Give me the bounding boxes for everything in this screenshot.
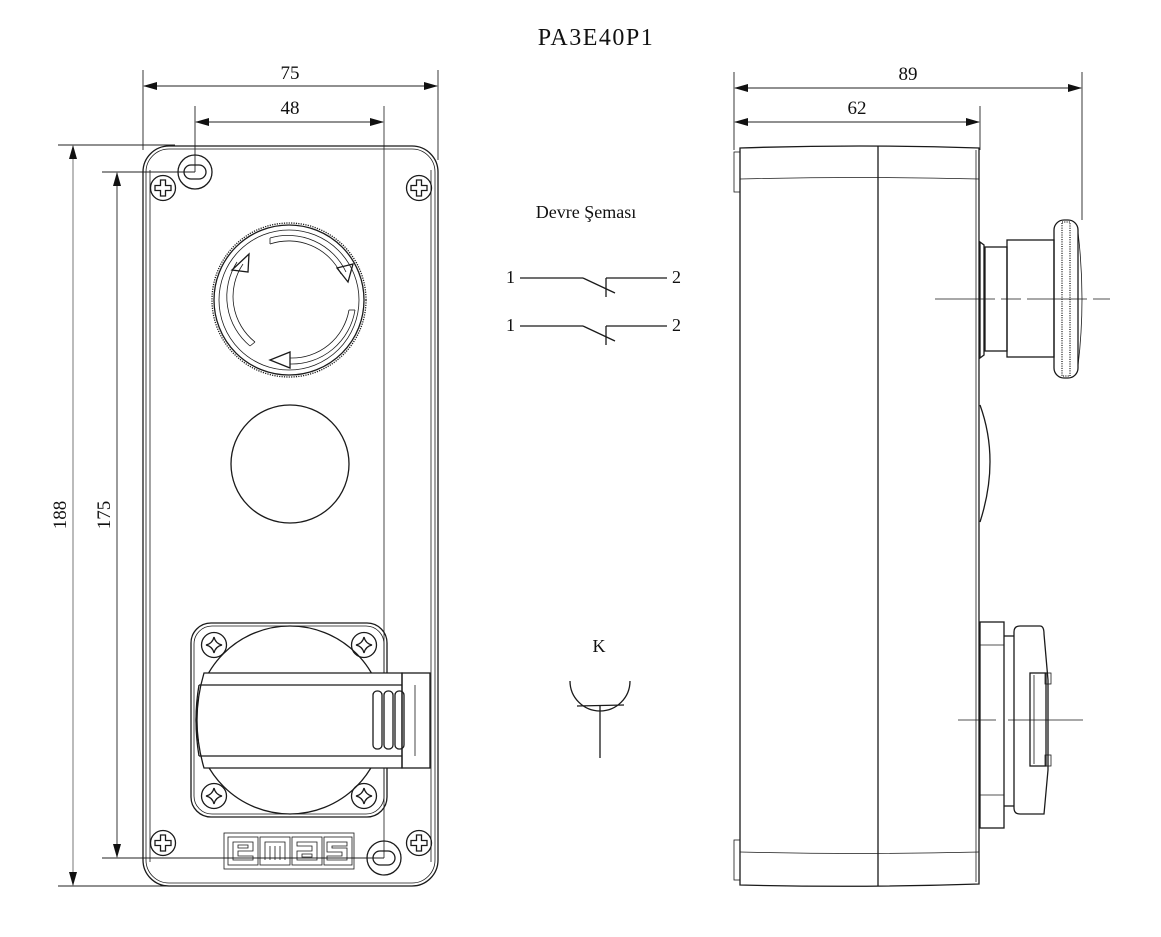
svg-text:2: 2 (672, 315, 681, 335)
enclosure-front (142, 145, 439, 887)
circuit-diagram: Devre Şeması 1 2 1 2 (506, 202, 681, 345)
screw-icon (200, 782, 228, 810)
screw-icon (350, 631, 378, 659)
dim-overall-width: 75 (281, 63, 300, 84)
emas-logo: emas (0, 0, 355, 870)
circuit-diagram-title: Devre Şeması (536, 202, 636, 222)
emergency-stop-button (211, 222, 367, 378)
mount-hole-top (177, 154, 213, 190)
blank-plug-side (979, 404, 991, 523)
key-selector-switch (190, 622, 431, 818)
contact-1: 1 2 (506, 267, 681, 297)
key-symbol: K (569, 636, 631, 758)
dim-mount-width: 48 (281, 98, 300, 119)
screw-icon (350, 782, 378, 810)
key-switch-side (958, 621, 1083, 829)
rotate-arrows-icon (226, 234, 356, 369)
dim-overall-depth: 89 (899, 64, 918, 85)
svg-text:2: 2 (672, 267, 681, 287)
dim-overall-height: 188 (50, 501, 71, 530)
screw-icon (200, 631, 228, 659)
front-view: 75 48 188 175 (0, 0, 439, 887)
emergency-stop-side (935, 219, 1110, 379)
screw-icon (149, 174, 177, 202)
key-symbol-label: K (593, 636, 606, 656)
screw-icon (405, 174, 433, 202)
dim-enclosure-depth: 62 (848, 98, 867, 119)
svg-text:emas: emas (0, 0, 3, 1)
side-view: 89 62 (733, 64, 1110, 887)
mount-hole-bottom (366, 840, 402, 876)
svg-text:1: 1 (506, 267, 515, 287)
contact-2: 1 2 (506, 315, 681, 345)
blank-hole (230, 404, 350, 524)
screw-icon (149, 829, 177, 857)
screw-icon (405, 829, 433, 857)
svg-text:1: 1 (506, 315, 515, 335)
drawing-title: PA3E40P1 (538, 25, 654, 51)
dim-mount-height: 175 (94, 501, 115, 530)
